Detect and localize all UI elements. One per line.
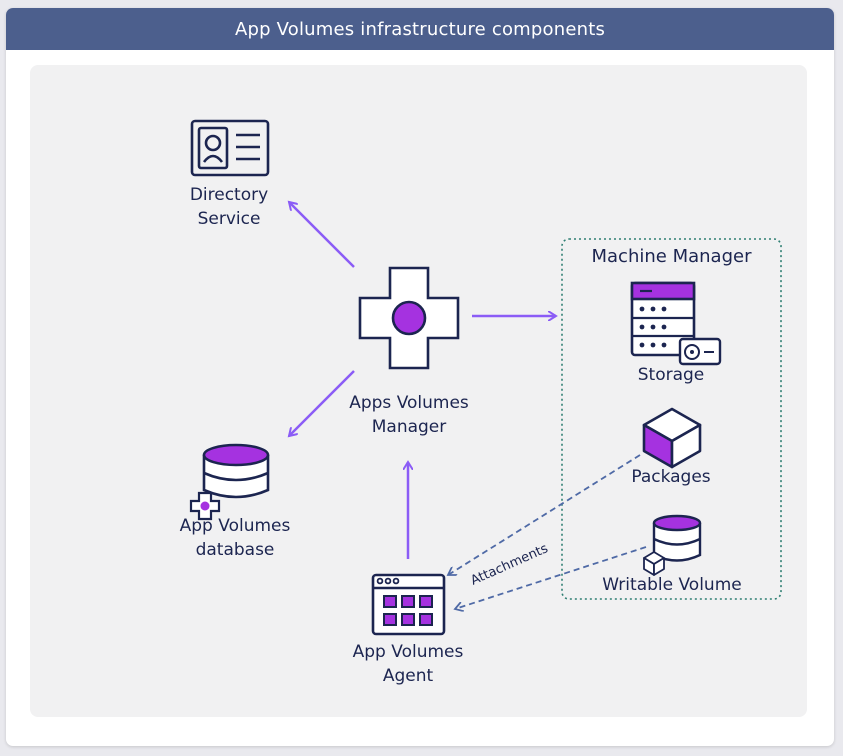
directory-service-label: Directory Service — [189, 185, 269, 229]
server-storage-icon — [630, 281, 722, 366]
machine-manager-title: Machine Manager — [591, 246, 752, 267]
id-card-icon — [190, 119, 270, 177]
arrow-manager-to-directory — [289, 202, 355, 268]
cube-package-icon — [642, 407, 702, 469]
dashed-arrow-writable-to-agent — [455, 546, 647, 609]
diagram-title: App Volumes infrastructure components — [6, 8, 834, 50]
packages-label: Packages — [631, 467, 711, 487]
diagram-card: App Volumes infrastructure components — [6, 8, 834, 746]
agent-label: App Volumes Agent — [352, 642, 464, 686]
database-cube-icon — [643, 514, 702, 576]
app-grid-window-icon — [371, 573, 446, 636]
database-icon — [189, 443, 270, 521]
writable-volume-label: Writable Volume — [602, 575, 742, 595]
dashed-arrow-packages-to-agent — [448, 454, 641, 575]
storage-label: Storage — [637, 365, 705, 385]
machine-manager-box — [561, 238, 782, 600]
database-label: App Volumes database — [179, 516, 291, 560]
plus-cross-icon — [358, 266, 460, 370]
manager-label: Apps Volumes Manager — [349, 393, 469, 437]
arrow-manager-to-database — [289, 370, 355, 436]
